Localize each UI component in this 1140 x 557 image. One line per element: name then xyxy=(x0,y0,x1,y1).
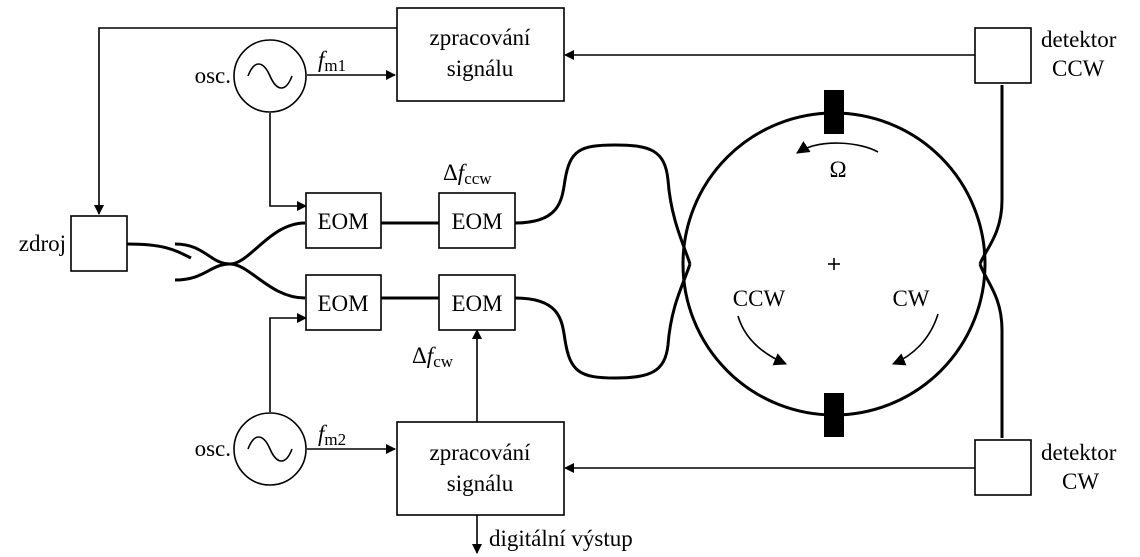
coupler-fiber-a xyxy=(174,221,306,266)
eom-label-3: EOM xyxy=(317,291,368,316)
fiber-right-lower xyxy=(978,263,1004,438)
coupler-fiber-b xyxy=(174,262,306,300)
sine-wave-icon xyxy=(247,63,293,89)
detector-ccw-label-1: detektor xyxy=(1041,27,1117,52)
fiber-upper-loop xyxy=(514,143,692,265)
detector-ccw-label-2: CCW xyxy=(1052,56,1105,81)
detector-cw-box xyxy=(974,439,1032,496)
dfccw-subscript: ccw xyxy=(464,169,492,188)
dfcw-delta: Δ xyxy=(412,343,427,368)
fm1-f: f xyxy=(318,47,328,72)
osc-bottom-label: osc. xyxy=(195,436,231,461)
eom-box-1 xyxy=(305,192,382,249)
feedback-line-top xyxy=(94,27,397,215)
processing-bottom-label-2: signálu xyxy=(447,471,514,496)
ring-clamp-bottom xyxy=(824,393,844,437)
cw-arrow xyxy=(892,313,939,366)
ring-clamp-top xyxy=(824,90,844,134)
osc-top-to-eom-line xyxy=(269,113,307,211)
detector-ccw-box xyxy=(974,27,1032,84)
digital-output-label: digitální výstup xyxy=(489,526,633,551)
fm2-label: fm2 xyxy=(318,421,346,449)
eom-label-2: EOM xyxy=(451,209,502,234)
fiber-right-upper xyxy=(978,85,1004,265)
source-box xyxy=(70,215,128,272)
oscillator-bottom xyxy=(233,412,307,486)
eom-label-1: EOM xyxy=(317,209,368,234)
detector-cw-label-2: CW xyxy=(1062,469,1099,494)
dfccw-label: Δfccw xyxy=(443,160,492,188)
dfcw-subscript: cw xyxy=(433,352,454,371)
dfcw-label: Δfcw xyxy=(412,343,454,371)
fm2-subscript: m2 xyxy=(324,430,346,449)
fiber-lower-loop xyxy=(514,263,692,380)
source-label: zdroj xyxy=(19,231,66,256)
eom-box-2 xyxy=(438,192,516,249)
ccw-label: CCW xyxy=(733,286,786,311)
eom-label-4: EOM xyxy=(451,291,502,316)
dfcw-f: f xyxy=(427,343,437,368)
processing-box-bottom xyxy=(396,421,565,516)
sine-wave-icon xyxy=(247,436,293,462)
source-fiber xyxy=(126,242,192,260)
detector-cw-label-1: detektor xyxy=(1041,440,1117,465)
eom-box-3 xyxy=(305,274,382,331)
ccw-arrow xyxy=(737,315,787,366)
osc-bottom-to-eom-line xyxy=(269,313,307,412)
fm1-label: fm1 xyxy=(318,47,346,75)
eom-box-4 xyxy=(438,274,516,331)
omega-label: Ω xyxy=(829,157,846,182)
fm1-subscript: m1 xyxy=(324,56,346,75)
dfccw-delta: Δ xyxy=(443,160,458,185)
osc-top-label: osc. xyxy=(195,63,231,88)
rotation-arrow xyxy=(796,141,879,154)
fm2-f: f xyxy=(318,421,328,446)
cw-label: CW xyxy=(892,286,929,311)
processing-box-top xyxy=(396,7,565,102)
processing-top-label-2: signálu xyxy=(447,56,514,81)
processing-top-label-1: zpracování xyxy=(430,25,531,50)
oscillator-top xyxy=(233,39,307,113)
dfccw-f: f xyxy=(458,160,468,185)
processing-bottom-label-1: zpracování xyxy=(430,440,531,465)
